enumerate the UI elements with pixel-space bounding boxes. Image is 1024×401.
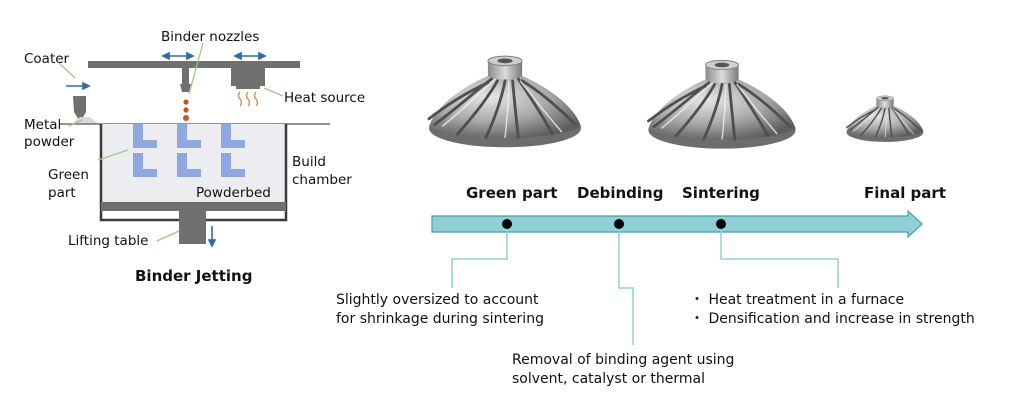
gantry-rail: [88, 61, 300, 68]
metal-powder-label-line2: powder: [24, 134, 75, 150]
coater: [73, 96, 86, 122]
binder-nozzle: [182, 68, 189, 84]
green-parts: [133, 124, 245, 177]
powderbed-label: Powderbed: [196, 185, 271, 201]
lifting-motion-arrow: [207, 226, 217, 248]
lifting-table-label: Lifting table: [68, 233, 149, 249]
milestone-sintering: [716, 219, 726, 229]
heat-source-label: Heat source: [284, 90, 366, 106]
binder-nozzles-label: Binder nozzles: [161, 29, 260, 45]
process-timeline-arrow: [431, 209, 923, 239]
stage-debinding-label: Debinding: [577, 184, 664, 202]
milestone-debinding: [614, 219, 624, 229]
green-part-impeller-icon: [427, 54, 583, 149]
build-chamber-label-line1: Build: [292, 154, 326, 170]
stage-green-part-label: Green part: [466, 184, 558, 202]
heat-source-motion-arrow: [233, 51, 267, 61]
sintering-note-line2: ・ Densification and increase in strength: [690, 311, 975, 327]
debinding-note-line1: Removal of binding agent using: [512, 352, 735, 368]
binder-jetting-caption: Binder Jetting: [135, 267, 253, 285]
green-part-label-line2: part: [48, 185, 76, 201]
stage-sintering-label: Sintering: [682, 184, 760, 202]
stage-final-part-label: Final part: [864, 184, 946, 202]
green-part-note-line2: for shrinkage during sintering: [336, 311, 544, 327]
sintered-impeller-icon: [647, 58, 797, 151]
heat-waves: [237, 91, 259, 107]
sintering-note-line1: ・ Heat treatment in a furnace: [690, 292, 905, 308]
milestone-green-part: [502, 219, 512, 229]
debinding-note-line2: solvent, catalyst or thermal: [512, 371, 706, 387]
powder-bed: [101, 124, 286, 202]
debinding-note: Removal of binding agent using solvent, …: [512, 351, 734, 389]
heat-source: [231, 68, 265, 86]
green-part-note: Slightly oversized to account for shrink…: [336, 291, 544, 329]
lifting-table: [179, 211, 206, 244]
build-chamber-label-line2: chamber: [292, 172, 352, 188]
coater-motion-arrow: [66, 81, 91, 91]
coater-label: Coater: [24, 51, 70, 67]
build-platform: [101, 202, 286, 211]
binder-droplets: [183, 99, 189, 121]
green-part-label-line1: Green: [48, 167, 89, 183]
leader-lines-left: [58, 42, 284, 242]
final-part-impeller-icon: [845, 95, 925, 143]
green-part-note-line1: Slightly oversized to account: [336, 292, 539, 308]
metal-powder-label-line1: Metal: [24, 117, 62, 133]
nozzle-motion-arrow: [161, 51, 195, 61]
sintering-note: ・ Heat treatment in a furnace ・ Densific…: [690, 291, 975, 329]
leader-lines-timeline: [451, 229, 839, 345]
